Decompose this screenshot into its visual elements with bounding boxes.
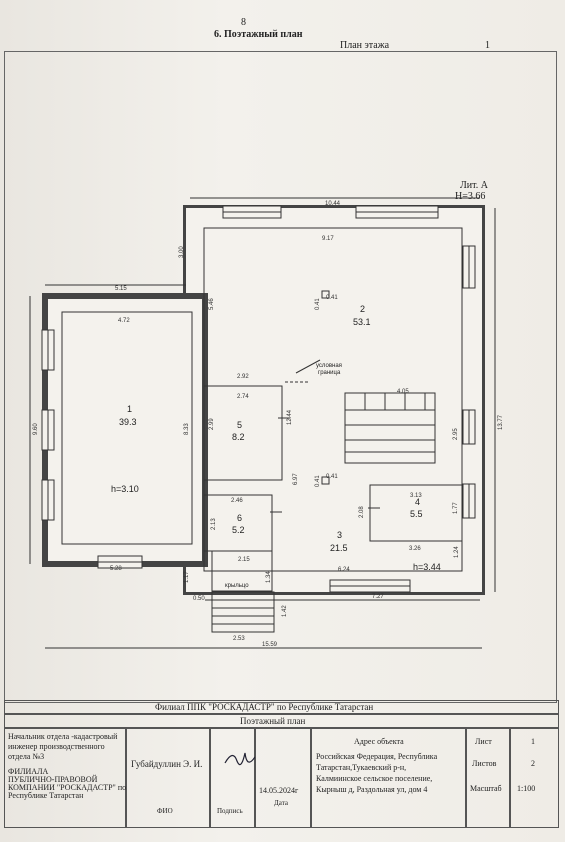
dim-label: 1.77	[453, 502, 459, 514]
position-line: Начальник отдела -кадастровый	[8, 732, 118, 741]
porch-label: крыльцо	[225, 583, 249, 589]
dim-label: 3.26	[409, 546, 421, 552]
dim-label: 4.05	[397, 389, 409, 395]
dim-label: 0.41	[326, 474, 338, 480]
address-cell: Адрес объекта Российская Федерация, Респ…	[311, 728, 466, 828]
sheets-value: 2	[531, 759, 535, 768]
liter-label: Лит. А	[460, 180, 488, 191]
room-3-number: 3	[337, 530, 342, 540]
dim-label: 7.27	[372, 594, 384, 600]
position-cell: Начальник отдела -кадастровый инженер пр…	[4, 728, 126, 828]
organization-row: Филиал ППК "РОСКАДАСТР" по Республике Та…	[4, 700, 559, 714]
boundary-label: условная	[316, 363, 342, 369]
date-cell: 14.05.2024г Дата	[255, 728, 311, 828]
section-title: 6. Поэтажный план	[214, 29, 303, 40]
dim-label: 5.28	[110, 566, 122, 572]
dim-label: 2.99	[209, 418, 215, 430]
room-3-height: h=3.44	[413, 562, 441, 572]
dim-label: 0.41	[326, 295, 338, 301]
signer-name: Губайдуллин Э. И.	[131, 759, 203, 769]
sheet-label: Лист	[475, 737, 492, 746]
dim-label: 2.74	[237, 394, 249, 400]
room-6-area: 5.2	[232, 525, 245, 535]
dim-label: 8.33	[184, 423, 190, 435]
room-2-number: 2	[360, 304, 365, 314]
dim-label: 1.34	[266, 571, 272, 583]
address-line: Российская Федерация, Республика	[316, 752, 438, 761]
col-label-date: Дата	[274, 799, 288, 807]
plan-frame	[4, 51, 557, 703]
col-label-signature: Подпись	[217, 807, 243, 815]
position-line: ПУБЛИЧНО-ПРАВОВОЙ	[8, 775, 98, 784]
dim-label: 6.24	[338, 567, 350, 573]
scale-value: 1:100	[517, 784, 536, 793]
dim-label: 9.60	[33, 423, 39, 435]
room-1-number: 1	[127, 404, 132, 414]
boundary-label: граница	[318, 370, 341, 376]
room-6-number: 6	[237, 513, 242, 523]
dim-label: 2.92	[237, 374, 249, 380]
dim-label: 0.50	[193, 596, 205, 602]
dim-label: 2.53	[233, 636, 245, 642]
col-label-fio: ФИО	[157, 807, 173, 815]
dim-label: 13.77	[498, 414, 504, 430]
dim-label: 2.46	[231, 498, 243, 504]
room-3-area: 21.5	[330, 543, 348, 553]
position-line: Республике Татарстан	[8, 791, 84, 800]
scale-label: Масштаб	[470, 784, 502, 793]
sheet-title: План этажа	[340, 40, 390, 51]
dim-label: 4.72	[118, 318, 130, 324]
address-line: Татарстан,Тукаевский р-н,	[316, 763, 407, 772]
address-line: Калмиинское сельское поселение,	[316, 774, 433, 783]
dim-label: 12.44	[287, 409, 293, 425]
signature-cell: Подпись	[210, 728, 256, 828]
document-title: Поэтажный план	[240, 716, 306, 726]
room-1-height: h=3.10	[111, 484, 139, 494]
dim-label: 2.13	[211, 518, 217, 530]
sheet-info-values: 1 2 1:100	[510, 728, 559, 828]
room-2-area: 53.1	[353, 317, 371, 327]
dim-label: 2.08	[359, 506, 365, 518]
room-4-number: 4	[415, 497, 420, 507]
dim-label: 2.95	[453, 428, 459, 440]
dim-label: 1.17	[184, 571, 190, 583]
position-line: отдела №3	[8, 752, 45, 761]
floor-plan-drawing: 10.44 9.17 3.00 5.15 5.46 4.72 2.92 4.05…	[29, 197, 504, 649]
position-line: КОМПАНИИ "РОСКАДАСТР" по	[8, 783, 127, 792]
dim-label: 1.24	[454, 546, 460, 558]
document-title-row: Поэтажный план	[4, 714, 559, 728]
address-label: Адрес объекта	[354, 737, 404, 746]
dim-label: 2.15	[238, 557, 250, 563]
sheet-info-labels: Лист Листов Масштаб	[466, 728, 510, 828]
height-label: H=3.66	[455, 191, 486, 202]
dim-label: 3.00	[179, 246, 185, 258]
dim-label: 6.97	[293, 473, 299, 485]
position-line: инженер производственного	[8, 742, 105, 751]
dim-label: 5.46	[209, 298, 215, 310]
name-cell: Губайдуллин Э. И. ФИО	[126, 728, 210, 828]
sheet-value: 1	[531, 737, 535, 746]
address-line: Кырныш д, Раздольная ул, дом 4	[316, 785, 428, 794]
dim-label: 0.41	[315, 298, 321, 310]
position-line: ФИЛИАЛА	[8, 767, 49, 776]
dim-label: 9.17	[322, 236, 334, 242]
page-number: 8	[241, 17, 246, 28]
room-5-number: 5	[237, 420, 242, 430]
sheet-number: 1	[485, 40, 490, 51]
sheets-label: Листов	[472, 759, 497, 768]
room-5-area: 8.2	[232, 432, 245, 442]
date-value: 14.05.2024г	[259, 786, 299, 795]
dim-label: 3.13	[410, 493, 422, 499]
signature-mark	[224, 752, 256, 766]
dim-label: 15.59	[262, 642, 278, 648]
dim-label: 0.41	[315, 475, 321, 487]
dim-label: 5.15	[115, 286, 127, 292]
dim-label: 10.44	[325, 201, 341, 207]
dim-label: 1.42	[282, 605, 288, 617]
room-1-area: 39.3	[119, 417, 137, 427]
organization-title: Филиал ППК "РОСКАДАСТР" по Республике Та…	[155, 702, 374, 712]
room-4-area: 5.5	[410, 509, 423, 519]
